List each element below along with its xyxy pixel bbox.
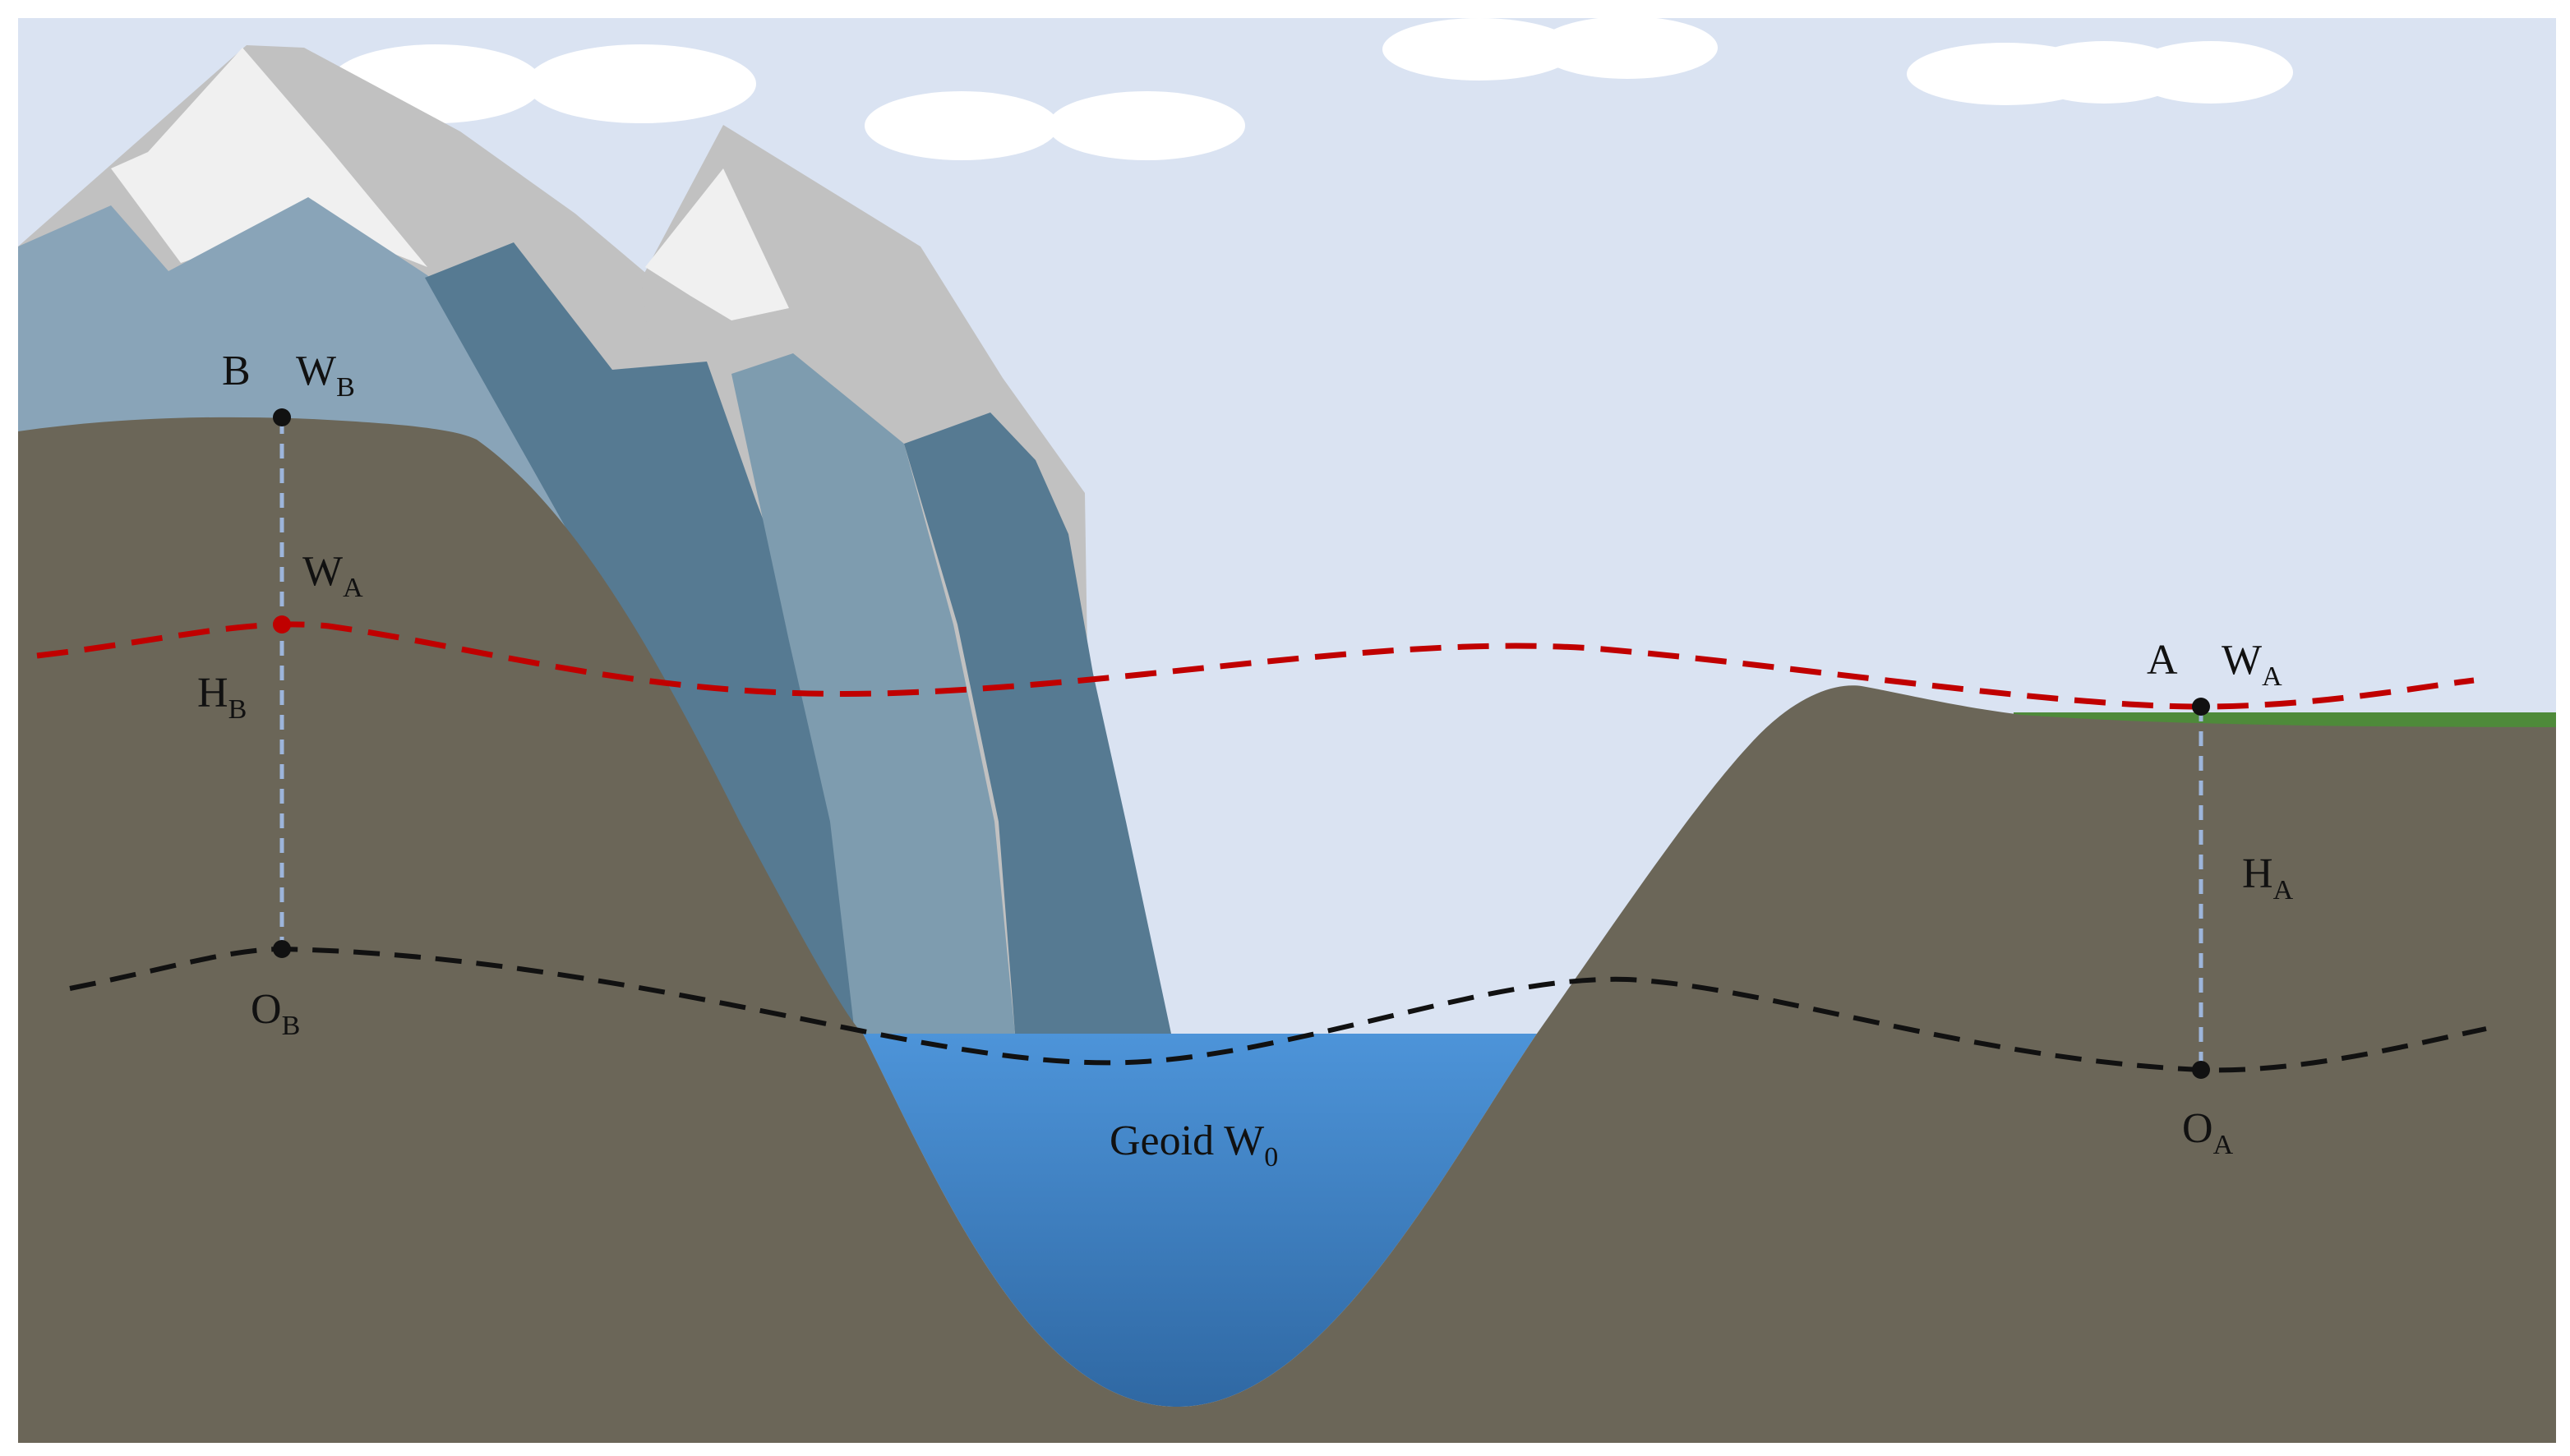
label-a: A (2147, 637, 2178, 684)
glacier-band-dark-1 (425, 242, 879, 1034)
label-hb: HB (197, 670, 247, 725)
terrain (18, 417, 2556, 1443)
label-wb-main: W (296, 348, 336, 394)
label-wa-right: WA (2222, 637, 2282, 692)
cloud-3 (1382, 18, 1718, 81)
label-ob-main: O (251, 986, 282, 1033)
point-wa-on-plumb-b (273, 615, 291, 634)
cloud-4 (1907, 41, 2293, 105)
label-ha-sub: A (2273, 875, 2294, 905)
label-wa-left-sub: A (343, 573, 363, 603)
label-wa-left-main: W (302, 548, 343, 595)
label-oa: OA (2182, 1105, 2234, 1160)
point-oa (2192, 1061, 2210, 1079)
cloud-2 (865, 91, 1245, 160)
glacier-band-dark-2 (904, 412, 1171, 1034)
label-geoid: Geoid W0 (1110, 1117, 1278, 1173)
clouds (329, 18, 2293, 160)
label-ha-main: H (2242, 850, 2273, 897)
label-oa-sub: A (2213, 1130, 2234, 1160)
snow-cap-left (111, 48, 427, 267)
snow-cap-right (645, 168, 789, 320)
point-ob (273, 940, 291, 958)
label-geoid-main: Geoid W (1110, 1117, 1264, 1164)
label-wa-right-sub: A (2262, 661, 2282, 692)
point-b (273, 408, 291, 426)
label-b: B (222, 348, 251, 394)
point-a (2192, 698, 2210, 716)
label-wa-left: WA (302, 548, 363, 603)
label-wb: WB (296, 348, 355, 403)
water-body (863, 1034, 1537, 1408)
label-geoid-sub: 0 (1264, 1142, 1278, 1173)
label-oa-main: O (2182, 1105, 2213, 1152)
label-wa-right-main: W (2222, 637, 2262, 684)
label-ha: HA (2242, 850, 2294, 905)
label-ob-sub: B (282, 1011, 301, 1041)
label-ob: OB (251, 986, 300, 1041)
label-hb-sub: B (228, 694, 247, 725)
label-hb-main: H (197, 670, 228, 716)
geoid-surface-w0 (69, 946, 2487, 1073)
label-wb-sub: B (336, 372, 355, 403)
glacier-band-light (731, 353, 1015, 1034)
